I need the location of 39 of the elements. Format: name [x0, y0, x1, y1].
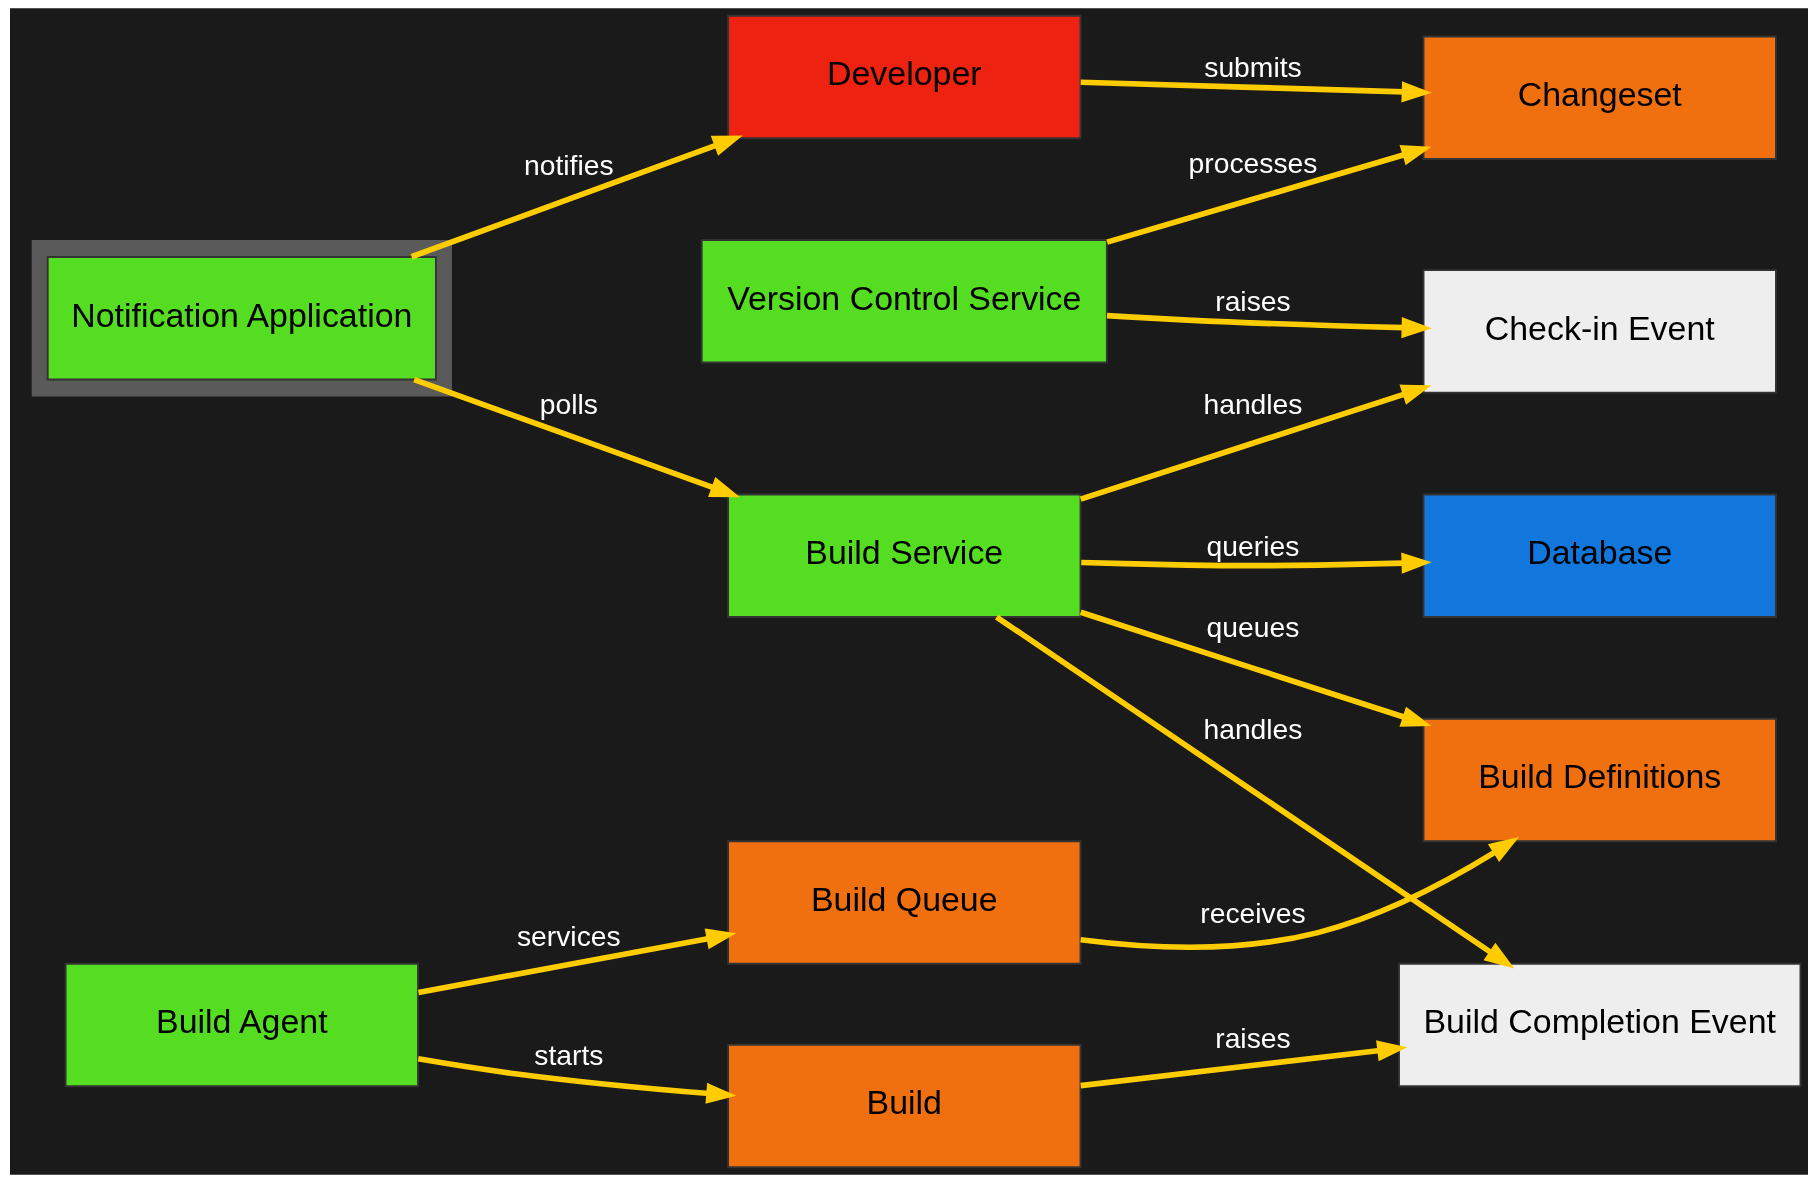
arrow — [1079, 384, 1432, 502]
arrow — [1080, 837, 1520, 950]
edge-label: handles — [1203, 388, 1303, 421]
node-box: Database — [1422, 493, 1777, 618]
edge-label: raises — [1215, 284, 1291, 317]
edge-label: starts — [534, 1038, 604, 1071]
arrow — [413, 377, 741, 498]
node-box: Developer — [727, 14, 1082, 140]
arrow — [1106, 145, 1432, 245]
edge-label: handles — [1203, 712, 1303, 745]
edge-label: receives — [1200, 897, 1306, 930]
arrow — [417, 1056, 737, 1104]
node-box: Build Service — [727, 493, 1082, 618]
node-box: Build — [727, 1043, 1082, 1169]
arrow — [995, 614, 1515, 969]
arrow — [410, 135, 743, 260]
cluster — [31, 240, 452, 397]
node-box: Version Control Service — [700, 239, 1108, 364]
edge-label: processes — [1188, 147, 1318, 180]
edge-label: queries — [1206, 529, 1300, 562]
edge-label: notifies — [524, 148, 614, 181]
edge-label: submits — [1204, 50, 1302, 83]
node-box: Build Queue — [727, 840, 1082, 965]
arrow — [1080, 1040, 1408, 1089]
arrow — [1106, 312, 1432, 339]
arrow — [417, 928, 737, 996]
arrow — [1080, 79, 1432, 103]
arrow — [1081, 552, 1432, 574]
node-box: Changeset — [1422, 35, 1777, 160]
edge-label: services — [516, 919, 621, 952]
node-box: Build Agent — [64, 962, 419, 1088]
node-box: Notification Application — [46, 256, 437, 381]
node-box: Build Definitions — [1422, 717, 1777, 843]
edge-label: polls — [539, 388, 598, 421]
arrow — [1079, 609, 1432, 727]
edge-label: raises — [1215, 1021, 1291, 1054]
node-box: Check-in Event — [1422, 269, 1777, 394]
edge-label: queues — [1206, 610, 1300, 643]
node-box: Build Completion Event — [1398, 962, 1802, 1088]
